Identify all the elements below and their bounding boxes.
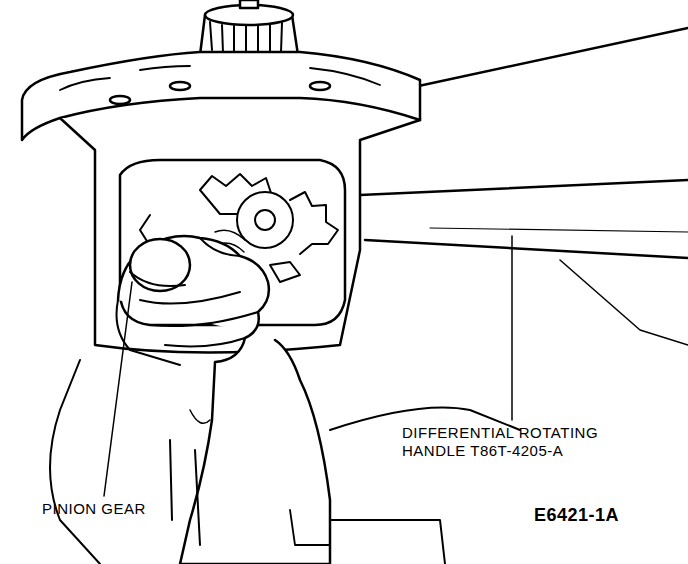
lower-housing <box>50 360 200 564</box>
case-body <box>60 118 420 353</box>
hand <box>118 236 330 564</box>
pinion-gear-face <box>130 239 190 291</box>
vise-block <box>290 510 330 545</box>
leader-line <box>511 236 513 420</box>
bolt-hole <box>110 96 130 104</box>
finger-lines <box>130 272 258 346</box>
part-label: PINION GEAR <box>42 500 146 518</box>
side-gear <box>290 192 338 254</box>
handle-edge <box>400 28 688 90</box>
bolt-hole <box>310 82 330 90</box>
shaft-key <box>270 262 300 282</box>
leader-line <box>104 282 132 496</box>
pinion-shaft <box>255 210 275 230</box>
flange-detail <box>60 66 380 90</box>
part-label: DIFFERENTIAL ROTATING HANDLE T86T-4205-A <box>402 424 652 460</box>
finger-lines <box>117 238 241 365</box>
handle-edge <box>365 240 688 258</box>
figure-number: E6421-1A <box>534 505 619 527</box>
bench-edge <box>560 260 688 345</box>
handle-edge <box>430 228 688 232</box>
bolt-hole <box>170 82 190 90</box>
bearing-rollers <box>210 22 282 55</box>
handle-edge <box>360 180 688 195</box>
hand-detail <box>190 410 210 423</box>
bearing <box>240 0 258 8</box>
